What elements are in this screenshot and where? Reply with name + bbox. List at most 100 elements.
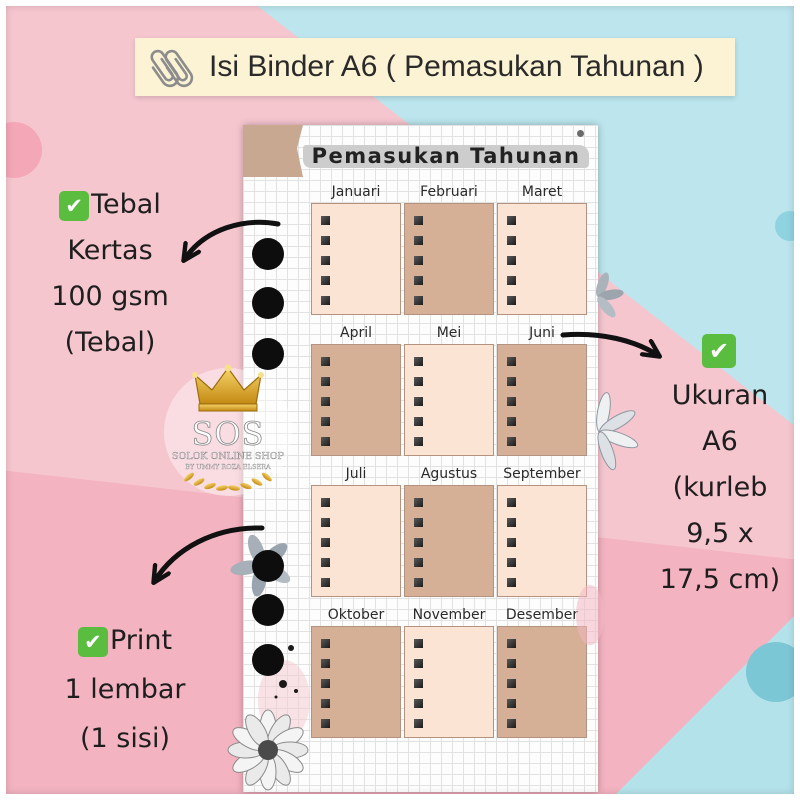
- checkbox-icon: [321, 518, 330, 527]
- checkbox-icon: [321, 417, 330, 426]
- decor-circle: [0, 122, 42, 178]
- checkbox-icon: [507, 558, 516, 567]
- shop-logo: SOS SOLOK ONLINE SHOP BY UMMY ROZA ELSER…: [164, 364, 292, 496]
- month-november: November: [404, 606, 494, 738]
- checkbox-icon: [321, 659, 330, 668]
- checkbox-icon: [414, 518, 423, 527]
- checkbox-icon: [507, 417, 516, 426]
- checkbox-icon: [321, 296, 330, 305]
- month-entry-box: [311, 203, 401, 315]
- binder-hole: [252, 238, 284, 270]
- note-line: 9,5 x: [686, 518, 754, 549]
- checkbox-icon: [414, 377, 423, 386]
- note-line: (Tebal): [64, 327, 156, 358]
- checkbox-icon: [414, 558, 423, 567]
- crown-icon: [192, 364, 264, 412]
- checkbox-icon: [321, 699, 330, 708]
- checkbox-icon: [414, 679, 423, 688]
- checkbox-icon: [321, 256, 330, 265]
- checkbox-icon: [507, 377, 516, 386]
- note-line: Kertas: [67, 235, 153, 266]
- note-line: ✔Tebal: [20, 182, 200, 228]
- checkbox-icon: [321, 498, 330, 507]
- checkbox-icon: [414, 216, 423, 225]
- checkbox-icon: [321, 639, 330, 648]
- checkbox-icon: [507, 659, 516, 668]
- month-entry-box: [497, 485, 587, 597]
- note-line: (1 sisi): [80, 723, 170, 754]
- month-april: April: [311, 324, 401, 456]
- month-entry-box: [404, 203, 494, 315]
- month-label: Juni: [529, 325, 555, 341]
- page-title: Isi Binder A6 ( Pemasukan Tahunan ): [209, 50, 704, 83]
- note-line: ✔Print: [30, 616, 220, 665]
- month-januari: Januari: [311, 183, 401, 315]
- month-entry-box: [497, 344, 587, 456]
- checkbox-icon: [507, 216, 516, 225]
- checkbox-icon: [414, 417, 423, 426]
- checkbox-icon: [414, 538, 423, 547]
- month-label: Desember: [505, 607, 579, 623]
- month-entry-box: [311, 626, 401, 738]
- checkbox-icon: [507, 518, 516, 527]
- checkbox-icon: [321, 397, 330, 406]
- checkbox-icon: [414, 397, 423, 406]
- decor-circle: [746, 642, 800, 702]
- checkbox-icon: [507, 397, 516, 406]
- checkbox-icon: [507, 276, 516, 285]
- month-label: Februari: [420, 184, 478, 200]
- checkbox-icon: [414, 578, 423, 587]
- checkbox-icon: [321, 719, 330, 728]
- checkbox-icon: [507, 357, 516, 366]
- checkbox-icon: [414, 437, 423, 446]
- month-juni: Juni: [497, 324, 587, 456]
- binder-hole: [252, 550, 284, 582]
- checkbox-icon: [321, 236, 330, 245]
- paperclip-icon: [150, 49, 194, 88]
- month-label: Januari: [331, 184, 381, 200]
- binder-hole: [252, 594, 284, 626]
- month-label: Oktober: [327, 607, 385, 623]
- paper-thickness-note: ✔Tebal Kertas 100 gsm (Tebal): [20, 182, 200, 366]
- decor-circle: [775, 211, 800, 241]
- check-icon: ✔: [77, 626, 108, 657]
- note-line: 1 lembar: [64, 674, 186, 705]
- laurel-left: [184, 472, 228, 491]
- note-text: Tebal: [91, 189, 161, 220]
- checkbox-icon: [414, 639, 423, 648]
- month-entry-box: [404, 344, 494, 456]
- month-september: September: [497, 465, 587, 597]
- month-label: Agustus: [420, 466, 478, 482]
- note-line: Ukuran: [671, 380, 769, 411]
- checkbox-icon: [507, 699, 516, 708]
- month-agustus: Agustus: [404, 465, 494, 597]
- month-oktober: Oktober: [311, 606, 401, 738]
- month-label: September: [503, 466, 581, 482]
- checkbox-icon: [321, 578, 330, 587]
- checkbox-icon: [507, 538, 516, 547]
- pin-dot: [577, 130, 584, 137]
- laurel-right: [228, 472, 272, 491]
- header-highlight: [303, 145, 589, 168]
- title-banner: Isi Binder A6 ( Pemasukan Tahunan ): [135, 38, 735, 96]
- check-icon: ✔: [702, 333, 736, 368]
- checkbox-icon: [414, 296, 423, 305]
- checkbox-icon: [507, 498, 516, 507]
- checkbox-icon: [507, 679, 516, 688]
- sheet-title: Pemasukan Tahunan: [311, 144, 581, 168]
- checkbox-icon: [414, 236, 423, 245]
- note-line: A6: [702, 426, 738, 457]
- checkbox-icon: [414, 357, 423, 366]
- month-label: Juli: [345, 466, 367, 482]
- checkbox-icon: [414, 498, 423, 507]
- checkbox-icon: [507, 296, 516, 305]
- checkbox-icon: [414, 699, 423, 708]
- binder-hole: [252, 287, 284, 319]
- month-entry-box: [404, 626, 494, 738]
- checkbox-icon: [414, 719, 423, 728]
- binder-hole: [252, 338, 284, 370]
- logo-monogram: SOS: [191, 415, 264, 453]
- month-mei: Mei: [404, 324, 494, 456]
- checkbox-icon: [321, 679, 330, 688]
